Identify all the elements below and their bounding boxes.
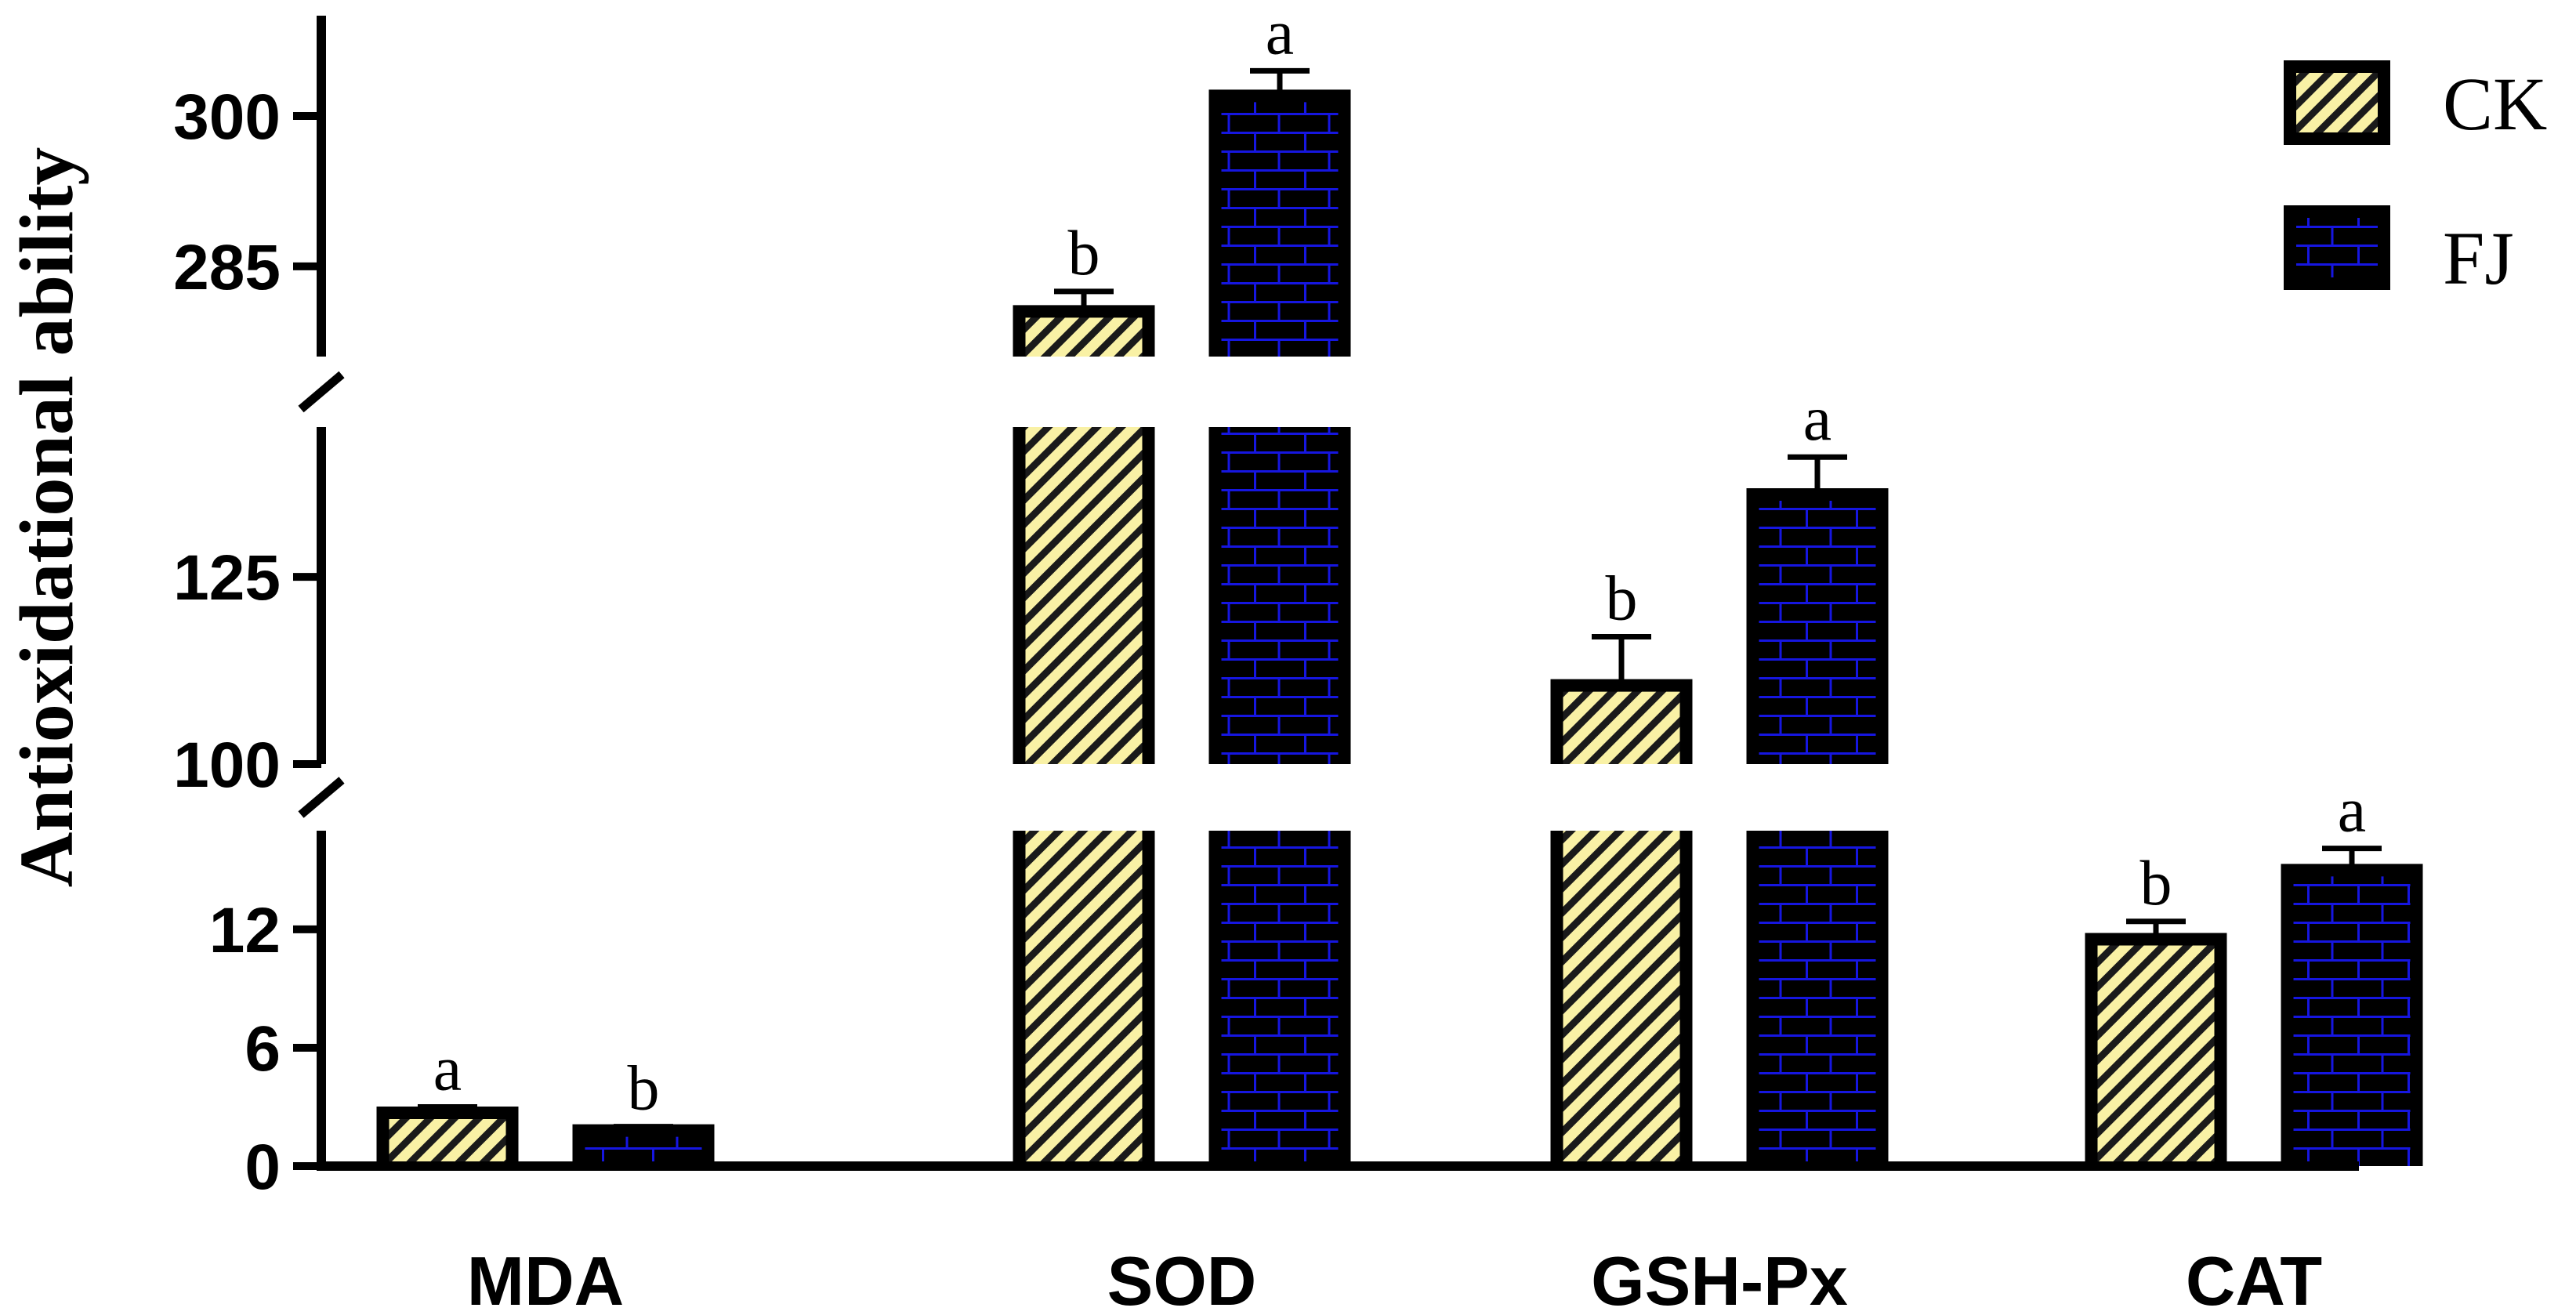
axis-break-mark bbox=[298, 777, 345, 818]
bar-segment bbox=[1019, 831, 1149, 1166]
axes bbox=[298, 16, 2359, 1171]
bar-ck-mda: a bbox=[376, 1032, 519, 1166]
bar-fj-gsh-px: a bbox=[1746, 382, 1889, 1166]
significance-letter: b bbox=[628, 1052, 660, 1124]
bar-fj-mda: b bbox=[572, 1052, 715, 1166]
bar-segment bbox=[1556, 685, 1687, 764]
bar-segment bbox=[1752, 831, 1882, 1166]
bar-ck-cat: b bbox=[2085, 847, 2227, 1166]
significance-letter: b bbox=[1068, 217, 1100, 288]
legend-label-fj: FJ bbox=[2443, 216, 2514, 300]
legend: CK FJ bbox=[2284, 60, 2547, 300]
y-tick-label: 0 bbox=[245, 1132, 281, 1203]
legend-label-ck: CK bbox=[2443, 62, 2547, 146]
y-tick-label: 12 bbox=[209, 895, 281, 966]
y-tick-label: 100 bbox=[173, 730, 281, 801]
axis-break-mark bbox=[298, 371, 345, 413]
bar-segment bbox=[1019, 427, 1149, 764]
legend-swatch-fj bbox=[2284, 205, 2390, 290]
bar-segment bbox=[1556, 831, 1687, 1166]
bar-fj-cat: a bbox=[2281, 774, 2423, 1166]
bar-segment bbox=[2091, 939, 2221, 1166]
x-tick-label: GSH-Px bbox=[1591, 1242, 1848, 1315]
legend-swatch-ck bbox=[2284, 60, 2390, 145]
bar-segment bbox=[1215, 96, 1345, 357]
significance-letter: a bbox=[1266, 0, 1294, 67]
significance-letter: a bbox=[2338, 774, 2366, 846]
x-tick-label: SOD bbox=[1107, 1242, 1257, 1315]
y-axis-label: Antioxidational ability bbox=[5, 147, 89, 888]
y-axis-ticks: 0 6 12 100 125 285 300 bbox=[173, 82, 321, 1203]
bar-ck-gsh-px: b bbox=[1550, 563, 1693, 1166]
y-tick-label: 285 bbox=[173, 232, 281, 303]
bar-segment bbox=[1215, 427, 1345, 764]
bar-fj-sod: a bbox=[1208, 0, 1351, 1166]
significance-letter: b bbox=[1606, 563, 1638, 634]
bar-segment bbox=[1752, 494, 1882, 764]
x-axis-labels: MDA SOD GSH-Px CAT bbox=[467, 1242, 2322, 1315]
significance-letter: a bbox=[433, 1032, 462, 1103]
x-tick-label: MDA bbox=[467, 1242, 624, 1315]
x-tick-label: CAT bbox=[2186, 1242, 2322, 1315]
y-tick-label: 6 bbox=[245, 1013, 281, 1085]
bar-segment bbox=[1215, 831, 1345, 1166]
y-tick-label: 125 bbox=[173, 542, 281, 614]
bars: a b b b b a a a bbox=[376, 0, 2423, 1166]
significance-letter: a bbox=[1803, 382, 1831, 454]
bar-ck-sod: b bbox=[1013, 217, 1155, 1166]
bar-segment bbox=[2287, 870, 2417, 1166]
bar-segment bbox=[382, 1113, 513, 1166]
y-tick-label: 300 bbox=[173, 82, 281, 153]
bar-segment bbox=[1019, 311, 1149, 357]
significance-letter: b bbox=[2140, 847, 2172, 918]
